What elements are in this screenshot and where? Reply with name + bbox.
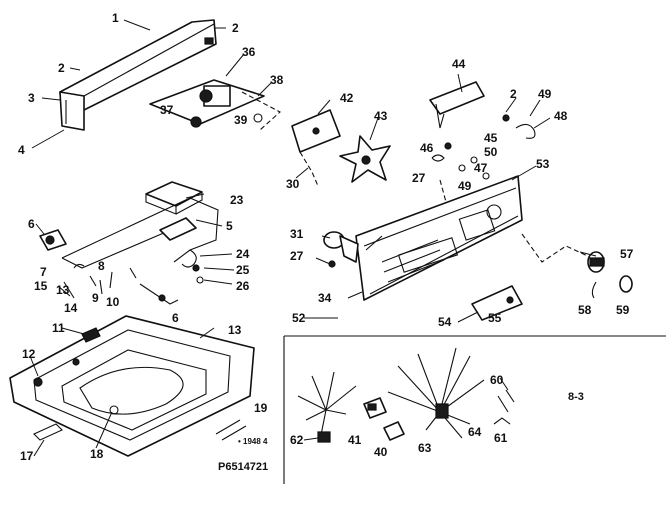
callout-1: 1 (112, 11, 119, 25)
water-valve-parts (39, 229, 179, 305)
callout-3: 3 (28, 91, 35, 105)
wiring-harness-box (283, 335, 666, 484)
callout-38: 38 (270, 73, 284, 87)
callout-6-top: 6 (28, 217, 35, 231)
callout-58: 58 (578, 303, 592, 317)
callout-labels: 1 2 2 3 4 36 38 37 39 42 44 2 49 48 43 4… (18, 11, 634, 473)
callout-64: 64 (468, 425, 482, 439)
callout-31: 31 (290, 227, 304, 241)
callout-2-right: 2 (510, 87, 517, 101)
wire-frame (61, 197, 219, 284)
part-number-stamp: P6514721 (218, 461, 268, 473)
callout-17: 17 (20, 449, 34, 463)
callout-27-mid: 27 (290, 249, 304, 263)
callout-5: 5 (226, 219, 233, 233)
bracket-42 (291, 109, 341, 187)
callout-46: 46 (420, 141, 434, 155)
callout-59: 59 (616, 303, 630, 317)
callout-4: 4 (18, 143, 25, 157)
callout-57: 57 (620, 247, 634, 261)
callout-30: 30 (286, 177, 300, 191)
console-top-rail (59, 19, 217, 131)
callout-14: 14 (64, 301, 78, 315)
control-panel (355, 175, 523, 301)
callout-53: 53 (536, 157, 550, 171)
callout-13: 13 (228, 323, 242, 337)
callout-19: 19 (254, 401, 268, 415)
star-knob (339, 135, 391, 183)
callout-40: 40 (374, 445, 388, 459)
timer-bracket-assembly (149, 79, 281, 131)
callout-36: 36 (242, 45, 256, 59)
top-cover (9, 315, 255, 457)
code-19-stamp: • 1948 4 (238, 437, 268, 446)
wire-harness-64 (387, 347, 485, 439)
wire-parts-60-61 (493, 389, 515, 425)
callout-54: 54 (438, 315, 452, 329)
bracket-54 (471, 285, 523, 321)
callout-8: 8 (98, 259, 105, 273)
callout-12: 12 (22, 347, 36, 361)
connector-41 (363, 397, 387, 419)
callout-42: 42 (340, 91, 354, 105)
callout-2-top: 2 (232, 21, 239, 35)
callout-39: 39 (234, 113, 248, 127)
callout-47: 47 (474, 161, 488, 175)
callout-52: 52 (292, 311, 306, 325)
callout-10: 10 (106, 295, 120, 309)
callout-55: 55 (488, 311, 502, 325)
callout-15: 15 (34, 279, 48, 293)
callout-13-small: 13 (56, 283, 70, 297)
callout-43: 43 (374, 109, 388, 123)
callout-49-top: 49 (538, 87, 552, 101)
page-code: 8-3 (568, 391, 584, 403)
callout-25: 25 (236, 263, 250, 277)
leader-lines (29, 19, 597, 457)
callout-63: 63 (418, 441, 432, 455)
callout-60: 60 (490, 373, 504, 387)
callout-34: 34 (318, 291, 332, 305)
callout-45: 45 (484, 131, 498, 145)
callout-23: 23 (230, 193, 244, 207)
connector-40 (383, 421, 405, 441)
callout-41: 41 (348, 433, 362, 447)
callout-24: 24 (236, 247, 250, 261)
callout-26: 26 (236, 279, 250, 293)
callout-6-bottom: 6 (172, 311, 179, 325)
callout-18: 18 (90, 447, 104, 461)
callout-62: 62 (290, 433, 304, 447)
pump-knob-assembly (521, 233, 633, 299)
clip-44 (429, 81, 485, 129)
callout-2-left: 2 (58, 61, 65, 75)
callout-61: 61 (494, 431, 508, 445)
wire-harness-62 (297, 371, 357, 443)
callout-49-mid: 49 (458, 179, 472, 193)
callout-7: 7 (40, 265, 47, 279)
small-hardware (431, 114, 536, 180)
callout-44: 44 (452, 57, 466, 71)
callout-9: 9 (92, 291, 99, 305)
callout-48: 48 (554, 109, 568, 123)
callout-27-top: 27 (412, 171, 426, 185)
lid-switch-23 (145, 181, 203, 215)
callout-50: 50 (484, 145, 498, 159)
callout-37: 37 (160, 103, 174, 117)
callout-11: 11 (52, 321, 65, 335)
